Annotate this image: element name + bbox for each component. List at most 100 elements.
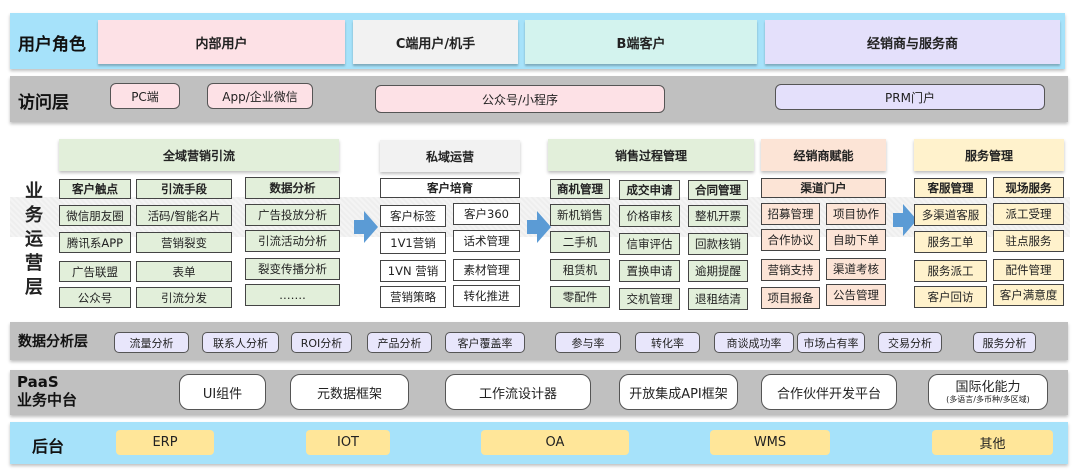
paas-open-integration-api: 开放集成API框架 bbox=[619, 374, 738, 410]
list-item: 交机管理 bbox=[619, 288, 680, 310]
list-item: 营销裂变 bbox=[136, 232, 232, 253]
list-item: 素材管理 bbox=[453, 259, 520, 281]
intl-note: (多语言/多币种/多区域) bbox=[946, 394, 1030, 404]
label-char: 务 bbox=[25, 205, 43, 226]
paas-label-line1: PaaS bbox=[17, 373, 59, 391]
list-item: 多渠道客服 bbox=[914, 204, 987, 226]
column-header: 合同管理 bbox=[688, 180, 748, 200]
list-item: 裂变传播分析 bbox=[245, 258, 340, 280]
access-official-account-miniprogram: 公众号/小程序 bbox=[375, 85, 665, 113]
role-b-end-customers: B端客户 bbox=[525, 20, 757, 64]
list-item: 微信朋友圈 bbox=[59, 205, 131, 226]
list-item: 项目协作 bbox=[826, 203, 886, 225]
column-header: 客服管理 bbox=[914, 178, 987, 198]
list-item: 退租结清 bbox=[688, 288, 748, 310]
list-item: 合作协议 bbox=[761, 229, 820, 251]
backend-layer-label: 后台 bbox=[32, 437, 65, 456]
paas-metadata-framework: 元数据框架 bbox=[290, 374, 409, 410]
access-app-wecom: App/企业微信 bbox=[207, 83, 313, 109]
list-item: 逾期提醒 bbox=[688, 260, 748, 282]
column-header: 商机管理 bbox=[550, 179, 610, 199]
paas-partner-dev-platform: 合作伙伴开发平台 bbox=[761, 374, 897, 410]
paas-internationalization: 国际化能力 (多语言/多币种/多区域) bbox=[928, 374, 1048, 410]
list-item: 广告投放分析 bbox=[245, 204, 340, 226]
section-omnichannel-marketing-title: 全域营销引流 bbox=[59, 139, 339, 171]
list-item: 渠道考核 bbox=[826, 258, 886, 280]
list-item: 派工受理 bbox=[993, 203, 1064, 225]
list-item: 客户标签 bbox=[380, 205, 446, 227]
analysis-item: 市场占有率 bbox=[797, 332, 865, 353]
paas-ui-components: UI组件 bbox=[179, 374, 266, 410]
list-item: 广告联盟 bbox=[59, 261, 131, 282]
label-char: 运 bbox=[25, 229, 43, 250]
list-item: 1VN 营销 bbox=[380, 260, 446, 282]
role-dealers-service-providers: 经销商与服务商 bbox=[765, 20, 1060, 64]
analysis-item: 客户覆盖率 bbox=[445, 332, 525, 353]
list-item: 活码/智能名片 bbox=[136, 205, 232, 226]
data-analysis-layer-label: 数据分析层 bbox=[18, 334, 88, 350]
backend-iot: IOT bbox=[306, 430, 390, 455]
label-char: 业 bbox=[25, 181, 43, 202]
list-item: 服务工单 bbox=[914, 231, 987, 253]
list-item: 配件管理 bbox=[993, 259, 1064, 281]
list-item: 1V1营销 bbox=[380, 232, 446, 254]
list-item: 营销策略 bbox=[380, 286, 446, 308]
list-item: 转化推进 bbox=[453, 285, 520, 307]
subsection-header: 客户培育 bbox=[380, 178, 520, 198]
list-item: 营销支持 bbox=[761, 259, 820, 281]
list-item: 引流活动分析 bbox=[245, 230, 340, 252]
analysis-item: 联系人分析 bbox=[202, 332, 279, 353]
list-item: 公告管理 bbox=[826, 284, 886, 306]
list-item: 服务派工 bbox=[914, 260, 987, 282]
paas-workflow-designer: 工作流设计器 bbox=[445, 374, 591, 410]
access-prm-portal: PRM门户 bbox=[775, 84, 1045, 110]
paas-layer-label: PaaS 业务中台 bbox=[17, 373, 77, 409]
column-header: 引流手段 bbox=[136, 179, 232, 199]
user-roles-row: 用户角色 内部用户 C端用户/机手 B端客户 经销商与服务商 bbox=[10, 13, 1065, 69]
access-layer-label: 访问层 bbox=[18, 93, 69, 113]
list-item: 话术管理 bbox=[453, 230, 520, 252]
subsection-header: 渠道门户 bbox=[761, 178, 886, 198]
paas-layer-row: PaaS 业务中台 UI组件 元数据框架 工作流设计器 开放集成API框架 合作… bbox=[10, 370, 1068, 415]
list-item: 项目报备 bbox=[761, 287, 820, 309]
analysis-item: 流量分析 bbox=[114, 332, 189, 353]
list-item: 招募管理 bbox=[761, 203, 820, 225]
analysis-item: 参与率 bbox=[555, 332, 621, 353]
column-header: 客户触点 bbox=[59, 179, 131, 199]
list-item: 整机开票 bbox=[688, 205, 748, 227]
list-item: 客户满意度 bbox=[993, 284, 1064, 306]
list-item: 置换申请 bbox=[619, 260, 680, 282]
list-item: 二手机 bbox=[550, 231, 610, 253]
analysis-item: 转化率 bbox=[635, 332, 700, 353]
list-item: 引流分发 bbox=[136, 287, 232, 308]
list-item: 零配件 bbox=[550, 286, 610, 308]
list-item: 腾讯系APP bbox=[59, 232, 131, 253]
column-header: 现场服务 bbox=[993, 177, 1064, 198]
list-item: 表单 bbox=[136, 261, 232, 282]
section-service-management-title: 服务管理 bbox=[914, 139, 1064, 171]
label-char: 营 bbox=[25, 253, 43, 274]
label-char: 层 bbox=[25, 277, 43, 298]
backend-others: 其他 bbox=[932, 430, 1053, 455]
list-item: 租赁机 bbox=[550, 259, 610, 281]
column-header: 数据分析 bbox=[245, 177, 340, 199]
list-item: 信审评估 bbox=[619, 233, 680, 255]
access-layer-row: 访问层 PC端 App/企业微信 公众号/小程序 PRM门户 bbox=[10, 76, 1068, 122]
section-sales-process-title: 销售过程管理 bbox=[548, 139, 754, 171]
backend-layer-row: 后台 ERP IOT OA WMS 其他 bbox=[10, 422, 1068, 464]
role-c-end-users: C端用户/机手 bbox=[353, 20, 518, 64]
section-dealer-enablement-title: 经销商赋能 bbox=[761, 139, 886, 171]
backend-wms: WMS bbox=[710, 430, 830, 455]
role-internal-users: 内部用户 bbox=[98, 20, 345, 64]
data-analysis-layer-row: 数据分析层 流量分析 联系人分析 ROI分析 产品分析 客户覆盖率 参与率 转化… bbox=[10, 322, 1068, 360]
list-item: 公众号 bbox=[59, 287, 131, 308]
analysis-item: ROI分析 bbox=[291, 332, 352, 353]
section-private-domain-title: 私域运营 bbox=[380, 140, 520, 172]
analysis-item: 产品分析 bbox=[367, 332, 432, 353]
user-roles-label: 用户角色 bbox=[18, 35, 86, 55]
backend-erp: ERP bbox=[116, 430, 214, 455]
list-item: 新机销售 bbox=[550, 204, 610, 226]
list-item: 客户回访 bbox=[914, 286, 987, 308]
analysis-item: 服务分析 bbox=[973, 332, 1036, 353]
intl-title: 国际化能力 bbox=[955, 379, 1021, 395]
